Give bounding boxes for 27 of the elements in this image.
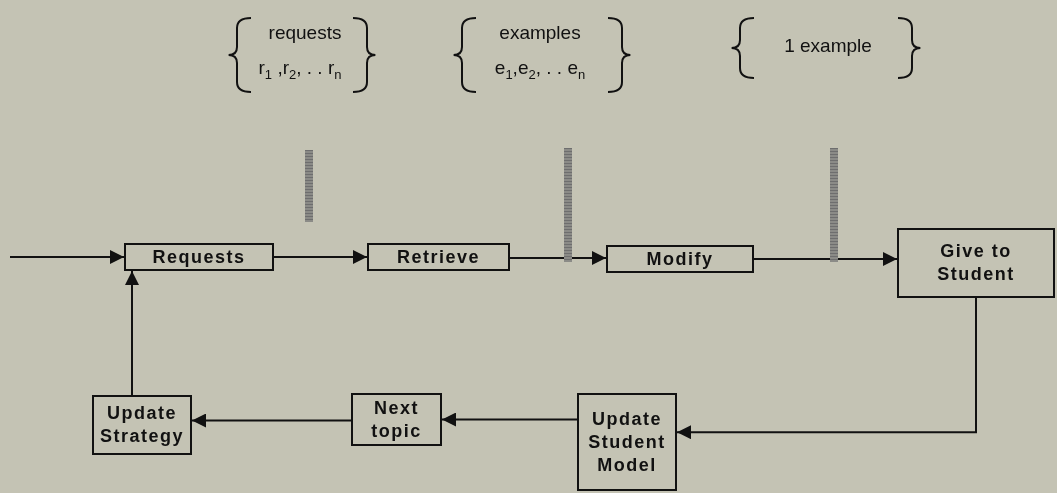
box-label: Requests xyxy=(152,245,246,269)
process-box xyxy=(367,243,510,271)
process-box xyxy=(92,395,192,455)
box-label: Update Student Model xyxy=(587,407,667,477)
arrow xyxy=(273,250,368,264)
arrow xyxy=(191,413,352,428)
brace-label: e$_{1}$,e$_{2}$, . . e$_{n}$ xyxy=(494,57,586,82)
arrow xyxy=(441,412,578,427)
box-label: Retrieve xyxy=(396,245,480,269)
arrow xyxy=(753,252,898,266)
arrow xyxy=(509,251,607,265)
process-box xyxy=(897,228,1055,298)
process-box xyxy=(351,393,442,446)
brace-label: 1 example xyxy=(784,35,872,57)
box-label: Modify xyxy=(646,247,714,271)
process-box xyxy=(606,245,754,273)
arrow xyxy=(125,270,139,396)
box-label: Give to Student xyxy=(936,240,1016,286)
brace-label: examples xyxy=(499,22,581,44)
box-label: Update Strategy xyxy=(99,402,185,448)
process-box xyxy=(577,393,677,491)
brace-label: r$_{1}$ ,r$_{2}$, . . r$_{n}$ xyxy=(258,57,342,82)
arrow xyxy=(676,297,977,440)
box-label: Next topic xyxy=(370,396,423,443)
arrow xyxy=(9,250,125,264)
process-box xyxy=(124,243,274,271)
brace-label: requests xyxy=(268,22,342,44)
